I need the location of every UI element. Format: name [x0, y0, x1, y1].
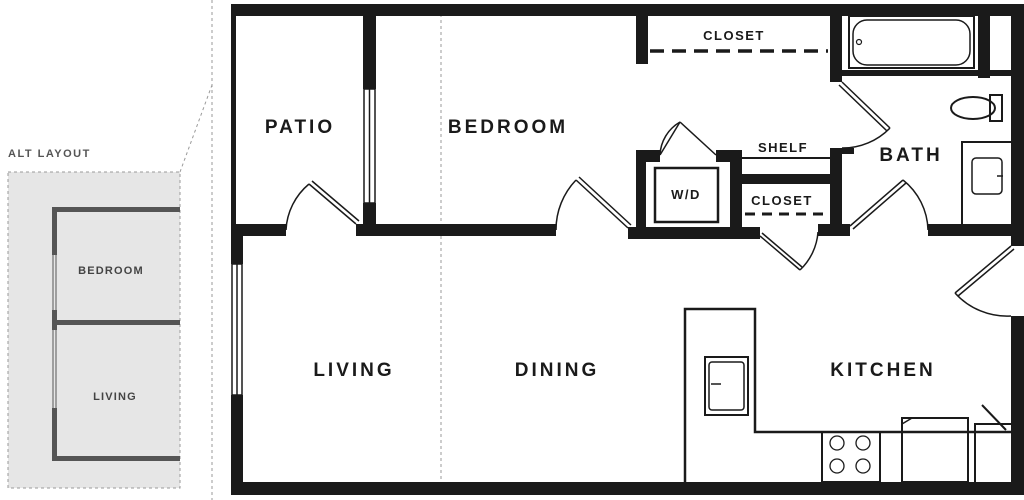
small-closet-door: [759, 231, 819, 271]
bath-vanity: [961, 141, 1015, 229]
dining-label: DINING: [515, 360, 600, 381]
shelf-label: SHELF: [758, 140, 808, 155]
guide-lines: [179, 0, 442, 500]
alt-layout-walls: [52, 207, 180, 461]
bathtub: [848, 15, 975, 69]
closet-label: CLOSET: [703, 28, 765, 43]
kitchen-counter: [683, 307, 1011, 482]
alt-layout-windows: [52, 255, 57, 408]
bedroom-door: [555, 176, 632, 231]
patio-door: [285, 180, 360, 231]
patio-label: PATIO: [265, 117, 335, 138]
entry-door: [954, 245, 1015, 317]
washer-dryer: [653, 166, 720, 224]
small-closet-label: CLOSET: [751, 193, 813, 208]
toilet: [989, 94, 1003, 122]
wd-label: W/D: [671, 187, 701, 202]
living-label: LIVING: [313, 360, 394, 381]
bedroom-label: BEDROOM: [448, 117, 568, 138]
windows: [231, 88, 376, 396]
alt-layout-title: ALT LAYOUT: [8, 148, 91, 160]
alt-bedroom-label: BEDROOM: [78, 265, 144, 277]
alt-living-label: LIVING: [93, 391, 137, 403]
walls: [231, 4, 1024, 495]
wd-door: [659, 121, 717, 156]
kitchen-sink: [704, 356, 749, 416]
bath-label: BATH: [879, 145, 942, 166]
fixtures: [650, 15, 1015, 483]
bath-door-bedroom: [838, 81, 891, 149]
alt-layout-panel: [7, 171, 181, 489]
kitchen-label: KITCHEN: [830, 360, 935, 381]
bath-door-hall: [849, 179, 929, 231]
doors: [285, 81, 1015, 317]
alt-layout-inset: ALT LAYOUT BEDROOM LIVING: [7, 148, 181, 489]
stove: [821, 431, 881, 483]
refrigerator: [901, 417, 969, 483]
